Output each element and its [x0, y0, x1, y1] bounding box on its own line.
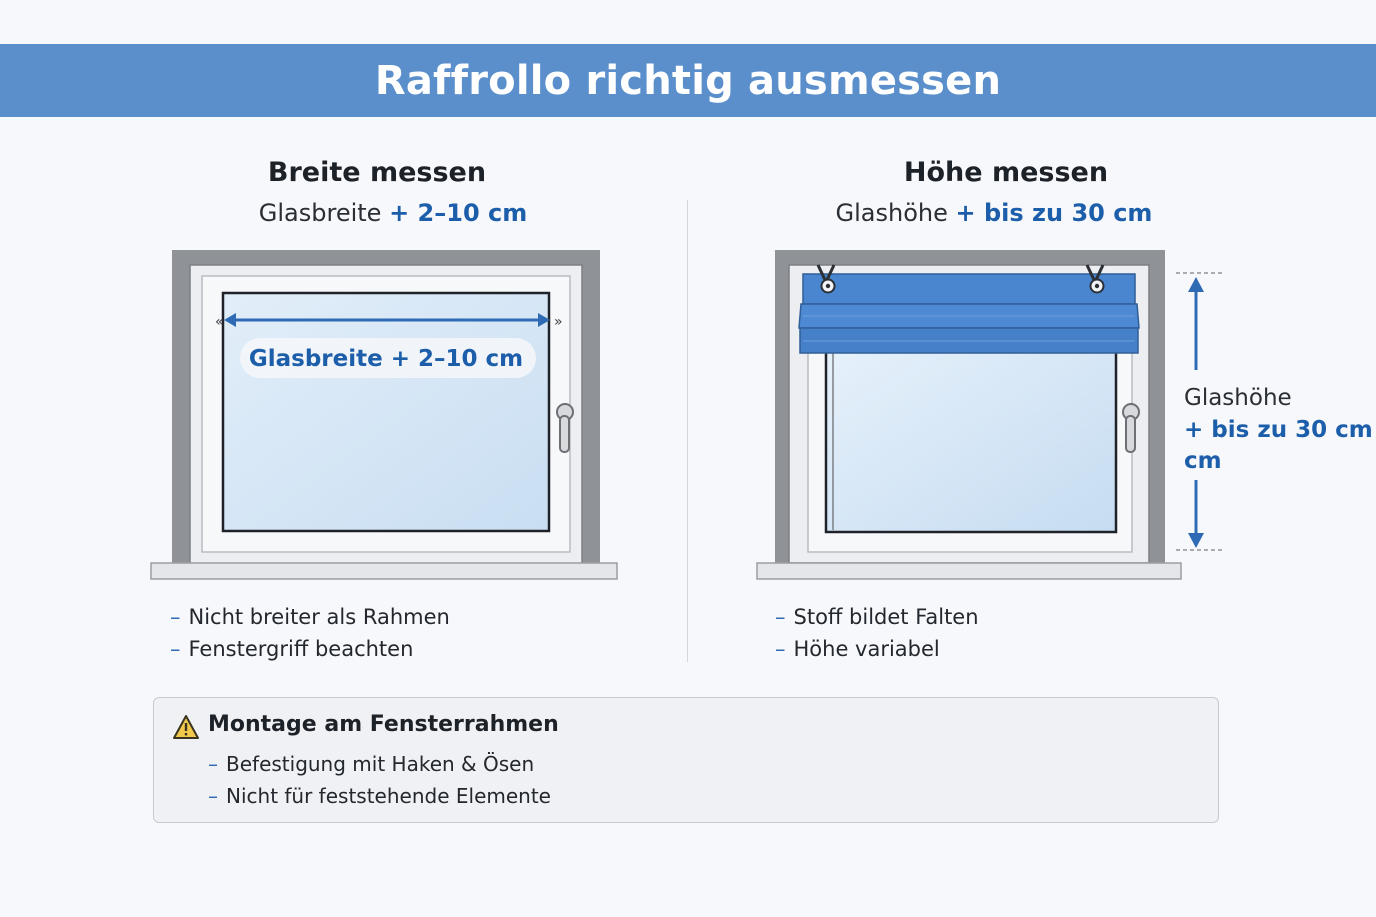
height-section-title: Höhe messen: [903, 157, 1109, 188]
window-sill-left: [150, 562, 618, 580]
window-handle-icon: [556, 403, 574, 453]
height-side-label-2: + bis zu 30 cm: [1184, 417, 1373, 443]
width-section-subtitle: Glasbreite + 2–10 cm: [113, 199, 673, 227]
width-diagram-label: Glasbreite + 2–10 cm: [249, 346, 523, 372]
list-item: –Befestigung mit Haken & Ösen: [208, 752, 535, 776]
height-arrow-up-head: [1188, 277, 1204, 292]
hook-eyelet-icon: [1085, 264, 1105, 294]
title-banner: Raffrollo richtig ausmessen: [0, 44, 1376, 117]
height-bullet-list: –Stoff bildet Falten –Höhe variabel: [775, 601, 979, 665]
list-item: –Nicht für feststehende Elemente: [208, 784, 551, 808]
window-handle-icon: [1122, 403, 1140, 453]
list-item: –Nicht breiter als Rahmen: [170, 605, 450, 629]
info-list: –Befestigung mit Haken & Ösen –Nicht für…: [208, 748, 551, 812]
warning-icon: [173, 715, 199, 739]
width-label-pill: [240, 338, 536, 378]
width-arrow-left-head: [224, 313, 236, 327]
width-arrow-right-head: [538, 313, 550, 327]
info-title: Montage am Fensterrahmen: [208, 712, 559, 737]
roman-blind: [798, 273, 1140, 354]
right-bracket-glyph: »: [554, 314, 563, 330]
list-item: –Stoff bildet Falten: [775, 605, 979, 629]
list-item: –Fenstergriff beachten: [170, 637, 414, 661]
width-subtitle-accent: + 2–10 cm: [389, 199, 528, 227]
glass-right: [824, 343, 1118, 534]
width-window: « » Glasbreite + 2–10 cm: [150, 250, 618, 580]
glass-left: [221, 291, 551, 533]
height-side-label-1: Glashöhe: [1184, 385, 1292, 411]
width-bullet-list: –Nicht breiter als Rahmen –Fenstergriff …: [170, 601, 450, 665]
page-title: Raffrollo richtig ausmessen: [374, 57, 1002, 104]
window-sill-right: [756, 562, 1182, 580]
list-item: –Höhe variabel: [775, 637, 940, 661]
height-subtitle-text: Glashöhe: [835, 199, 948, 227]
height-arrow-down-head: [1188, 533, 1204, 548]
width-subtitle-text: Glasbreite: [258, 199, 382, 227]
left-bracket-glyph: «: [215, 314, 224, 330]
height-subtitle-accent: + bis zu 30 cm: [955, 199, 1153, 227]
height-window: Glashöhe + bis zu 30 cm cm: [756, 250, 1373, 580]
mounting-info-box: Montage am Fensterrahmen –Befestigung mi…: [153, 697, 1219, 823]
column-divider: [687, 200, 688, 662]
height-section-subtitle: Glashöhe + bis zu 30 cm: [714, 199, 1274, 227]
hook-eyelet-icon: [816, 264, 836, 294]
width-section-title: Breite messen: [267, 157, 487, 188]
height-side-label-3: cm: [1184, 448, 1222, 474]
